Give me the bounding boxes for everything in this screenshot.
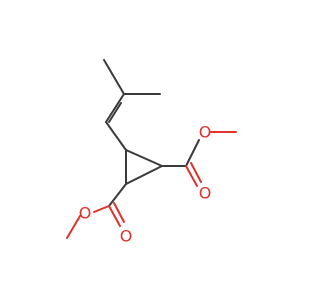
bond-alkene-outer (105, 93, 125, 123)
atom-o-ketone-left: O (120, 227, 133, 246)
bond-carbonyl-double-right-a (185, 165, 198, 187)
bond-ring-right-bottom (125, 165, 163, 185)
bond-carbonyl-to-ether-o-right (185, 139, 200, 167)
bond-vinyl-to-ring (105, 121, 127, 151)
bond-carbonyl-double-left-a (108, 205, 121, 227)
cyclopropane-ring (125, 149, 163, 185)
ester-group-right: O O (161, 123, 237, 203)
bond-methyl-top-left (103, 59, 125, 95)
bond-carbonyl-to-ether-o-left (93, 205, 110, 213)
atom-o-ether-right: O (199, 123, 212, 142)
ester-group-left: O O (66, 183, 133, 246)
molecule-structure: O O O O (66, 59, 237, 246)
isobutenyl-group (103, 59, 161, 151)
atom-o-ether-left: O (79, 204, 92, 223)
bond-ether-o-to-methyl-left (66, 215, 81, 239)
bond-ring-top-right (125, 149, 163, 167)
bond-alkene-inner (108, 102, 122, 123)
bond-ring-to-carbonyl-left (108, 183, 127, 207)
bond-carbonyl-double-left-b (113, 202, 125, 223)
atom-o-ketone-right: O (199, 184, 212, 203)
bond-carbonyl-double-right-b (190, 162, 202, 183)
